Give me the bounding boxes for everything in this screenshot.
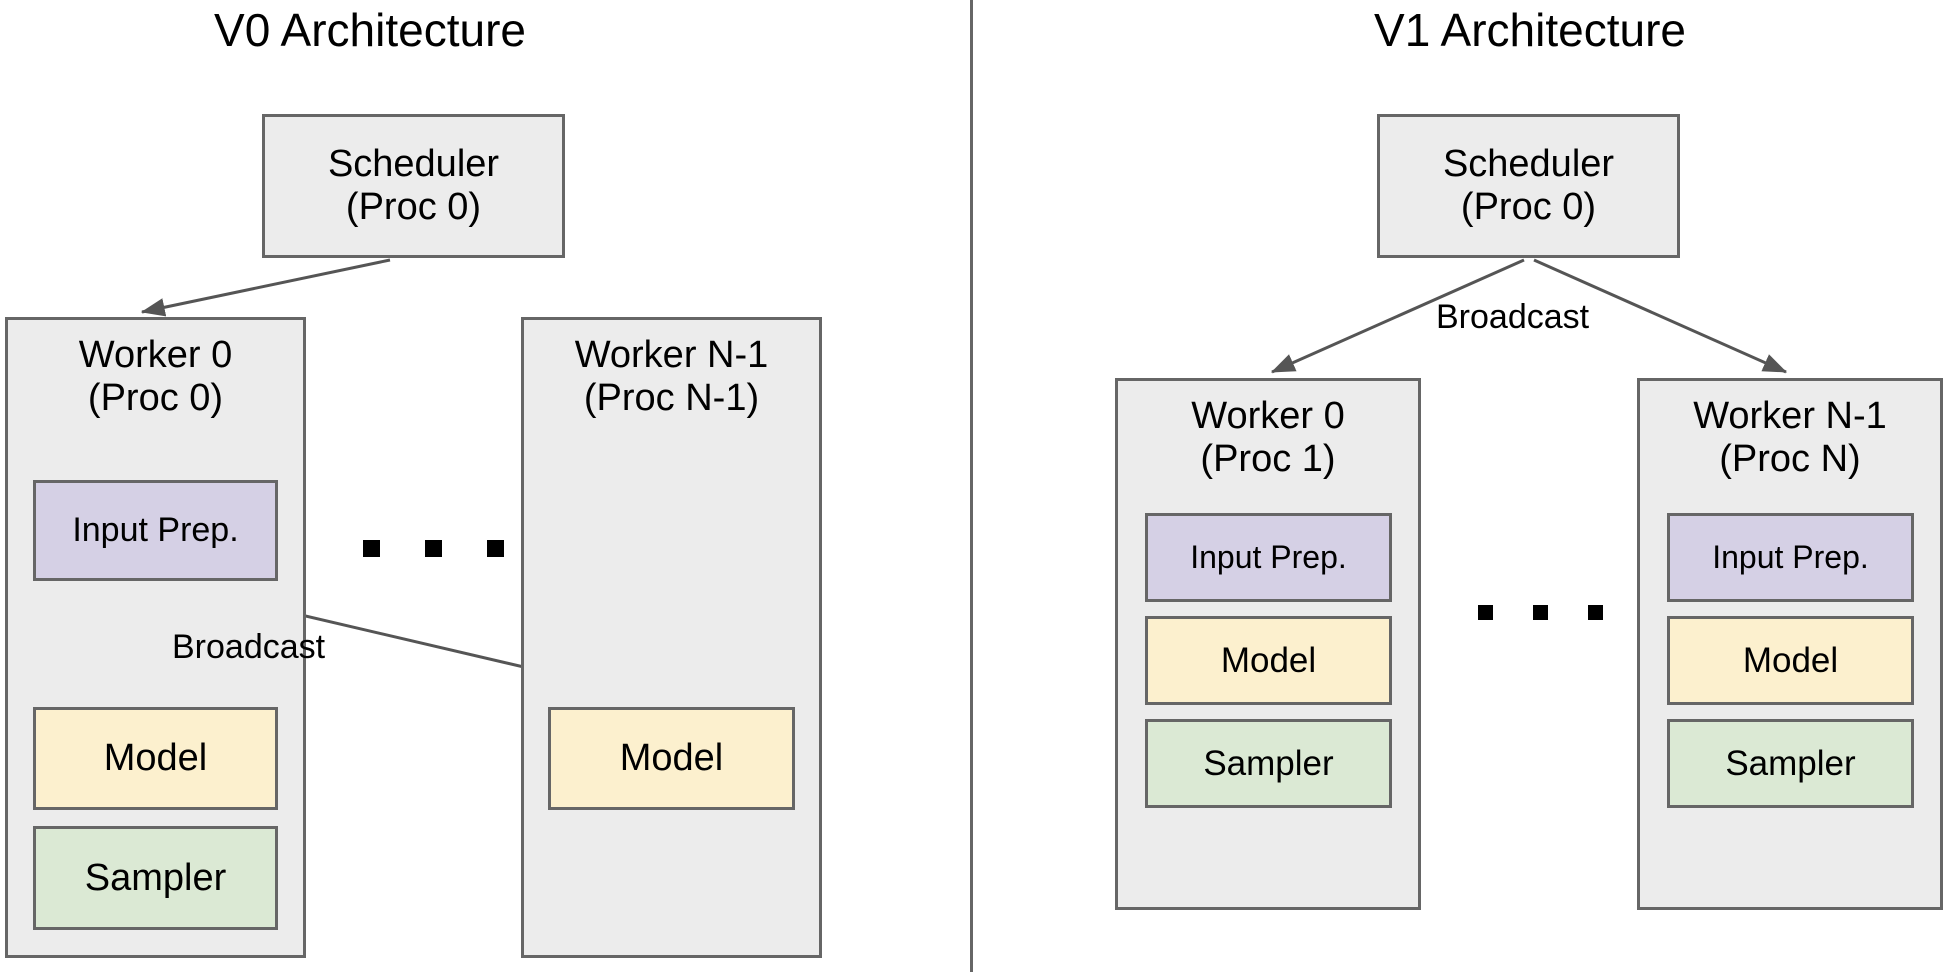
v1-scheduler-label: Scheduler (Proc 0) — [1442, 143, 1615, 228]
v1-worker-0-model-label: Model — [1220, 640, 1317, 680]
v0-worker-n-label: Worker N-1 (Proc N-1) — [574, 334, 769, 419]
v0-scheduler-label: Scheduler (Proc 0) — [327, 143, 500, 228]
v1-ellipsis — [1478, 605, 1603, 620]
v1-worker-0-sampler-box[interactable]: Sampler — [1145, 719, 1392, 808]
v0-worker-0-input-prep-box[interactable]: Input Prep. — [33, 480, 278, 581]
panel-divider — [970, 0, 973, 972]
v1-worker-0-model-box[interactable]: Model — [1145, 616, 1392, 705]
v1-worker-n-input-prep-box[interactable]: Input Prep. — [1667, 513, 1914, 602]
v0-worker-0-sampler-label: Sampler — [84, 856, 227, 899]
v1-worker-n-model-label: Model — [1742, 640, 1839, 680]
v0-panel-title: V0 Architecture — [214, 4, 526, 56]
v1-worker-n-model-box[interactable]: Model — [1667, 616, 1914, 705]
v1-worker-n-input-prep-label: Input Prep. — [1712, 539, 1869, 575]
v1-scheduler-box[interactable]: Scheduler (Proc 0) — [1377, 114, 1680, 258]
v1-worker-0-label: Worker 0 (Proc 1) — [1191, 395, 1345, 480]
v0-worker-n-model-box[interactable]: Model — [548, 707, 795, 810]
v1-broadcast-label: Broadcast — [1436, 298, 1590, 336]
v0-scheduler-box[interactable]: Scheduler (Proc 0) — [262, 114, 565, 258]
v0-broadcast-label: Broadcast — [172, 628, 326, 666]
v1-worker-n-label: Worker N-1 (Proc N) — [1693, 395, 1887, 480]
v0-worker-0-model-label: Model — [103, 737, 208, 779]
v0-ellipsis — [363, 540, 504, 557]
v1-worker-0-input-prep-box[interactable]: Input Prep. — [1145, 513, 1392, 602]
v1-worker-0-sampler-label: Sampler — [1203, 743, 1334, 783]
v0-worker-0-input-prep-label: Input Prep. — [72, 511, 239, 549]
arrow-v0-scheduler-to-worker0 — [140, 258, 391, 317]
v1-panel-title: V1 Architecture — [1374, 4, 1686, 56]
v0-worker-0-sampler-box[interactable]: Sampler — [33, 826, 278, 930]
v0-worker-n-model-label: Model — [619, 737, 724, 779]
v1-worker-n-sampler-label: Sampler — [1725, 743, 1856, 783]
v1-worker-n-sampler-box[interactable]: Sampler — [1667, 719, 1914, 808]
v1-worker-0-input-prep-label: Input Prep. — [1190, 539, 1347, 575]
v0-worker-0-model-box[interactable]: Model — [33, 707, 278, 810]
v0-worker-0-label: Worker 0 (Proc 0) — [78, 334, 233, 419]
v0-worker-n-box[interactable]: Worker N-1 (Proc N-1) — [521, 317, 822, 958]
